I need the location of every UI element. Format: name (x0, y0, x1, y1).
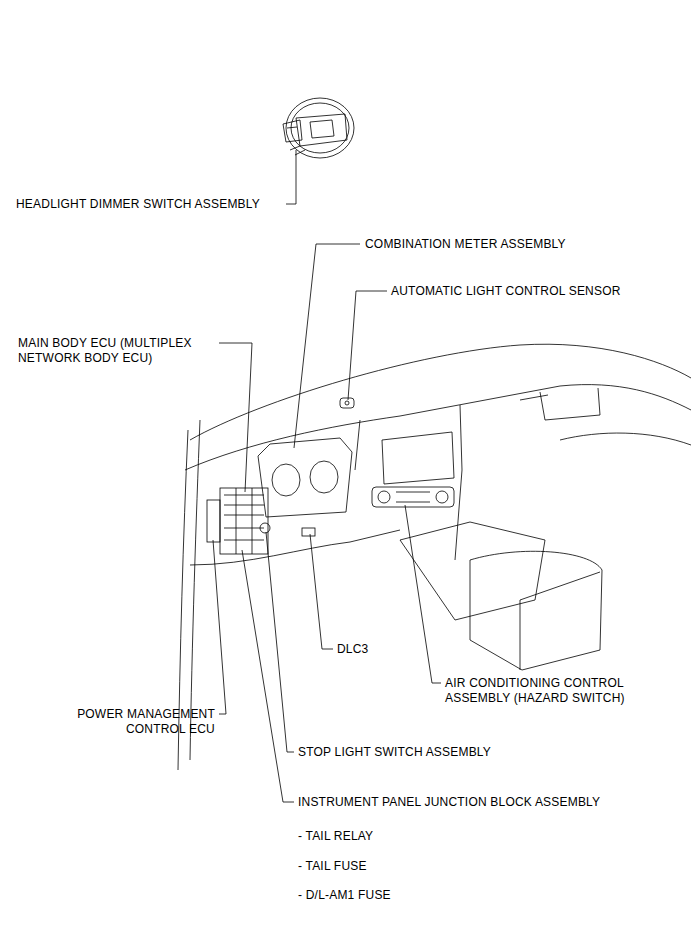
armrest (470, 551, 602, 670)
part-label: POWER MANAGEMENT CONTROL ECU (30, 707, 215, 737)
dash-lower-edge (190, 530, 400, 565)
steering-wheel-rim (291, 103, 349, 153)
leader-line (294, 244, 360, 448)
meter-dial (272, 464, 300, 496)
steering-hub (296, 114, 347, 146)
leader-line (213, 540, 226, 714)
passenger-vent (520, 388, 600, 420)
meter-dial (310, 461, 338, 493)
control-buttons (396, 492, 430, 502)
part-label: AIR CONDITIONING CONTROL ASSEMBLY (HAZAR… (445, 676, 660, 706)
light-sensor (340, 398, 354, 408)
leader-line (348, 291, 387, 400)
control-knob (378, 491, 390, 503)
dash-top (185, 385, 691, 470)
leader-line (266, 532, 294, 752)
part-label: INSTRUMENT PANEL JUNCTION BLOCK ASSEMBLY (298, 795, 600, 810)
part-label: - TAIL RELAY (298, 829, 373, 844)
leader-line (405, 505, 441, 683)
display-panel (382, 432, 454, 484)
combination-meter (258, 438, 352, 517)
leader-line (242, 550, 294, 802)
part-label: - D/L-AM1 FUSE (298, 888, 391, 903)
center-console (400, 522, 545, 620)
power-management-ecu (207, 500, 220, 542)
control-knob (436, 491, 448, 503)
light-sensor-eye (345, 401, 349, 405)
leader-line (286, 150, 296, 204)
part-label: STOP LIGHT SWITCH ASSEMBLY (298, 745, 491, 760)
part-label: COMBINATION METER ASSEMBLY (365, 237, 566, 252)
stop-light-switch (260, 523, 270, 533)
junction-block-detail (224, 488, 264, 554)
air-conditioning-control (372, 487, 454, 507)
leader-line (310, 534, 333, 649)
part-label: MAIN BODY ECU (MULTIPLEX NETWORK BODY EC… (18, 336, 218, 366)
glovebox (560, 433, 691, 445)
leader-line (219, 343, 252, 492)
part-label: HEADLIGHT DIMMER SWITCH ASSEMBLY (16, 197, 260, 212)
dlc3-connector (302, 528, 315, 536)
windshield-edge (190, 344, 691, 440)
dimmer-switch-lever (283, 120, 305, 155)
part-label: AUTOMATIC LIGHT CONTROL SENSOR (391, 284, 621, 299)
steering-wheel (286, 98, 354, 158)
junction-block (220, 488, 268, 554)
part-label: - TAIL FUSE (298, 859, 367, 874)
part-label: DLC3 (337, 642, 368, 657)
